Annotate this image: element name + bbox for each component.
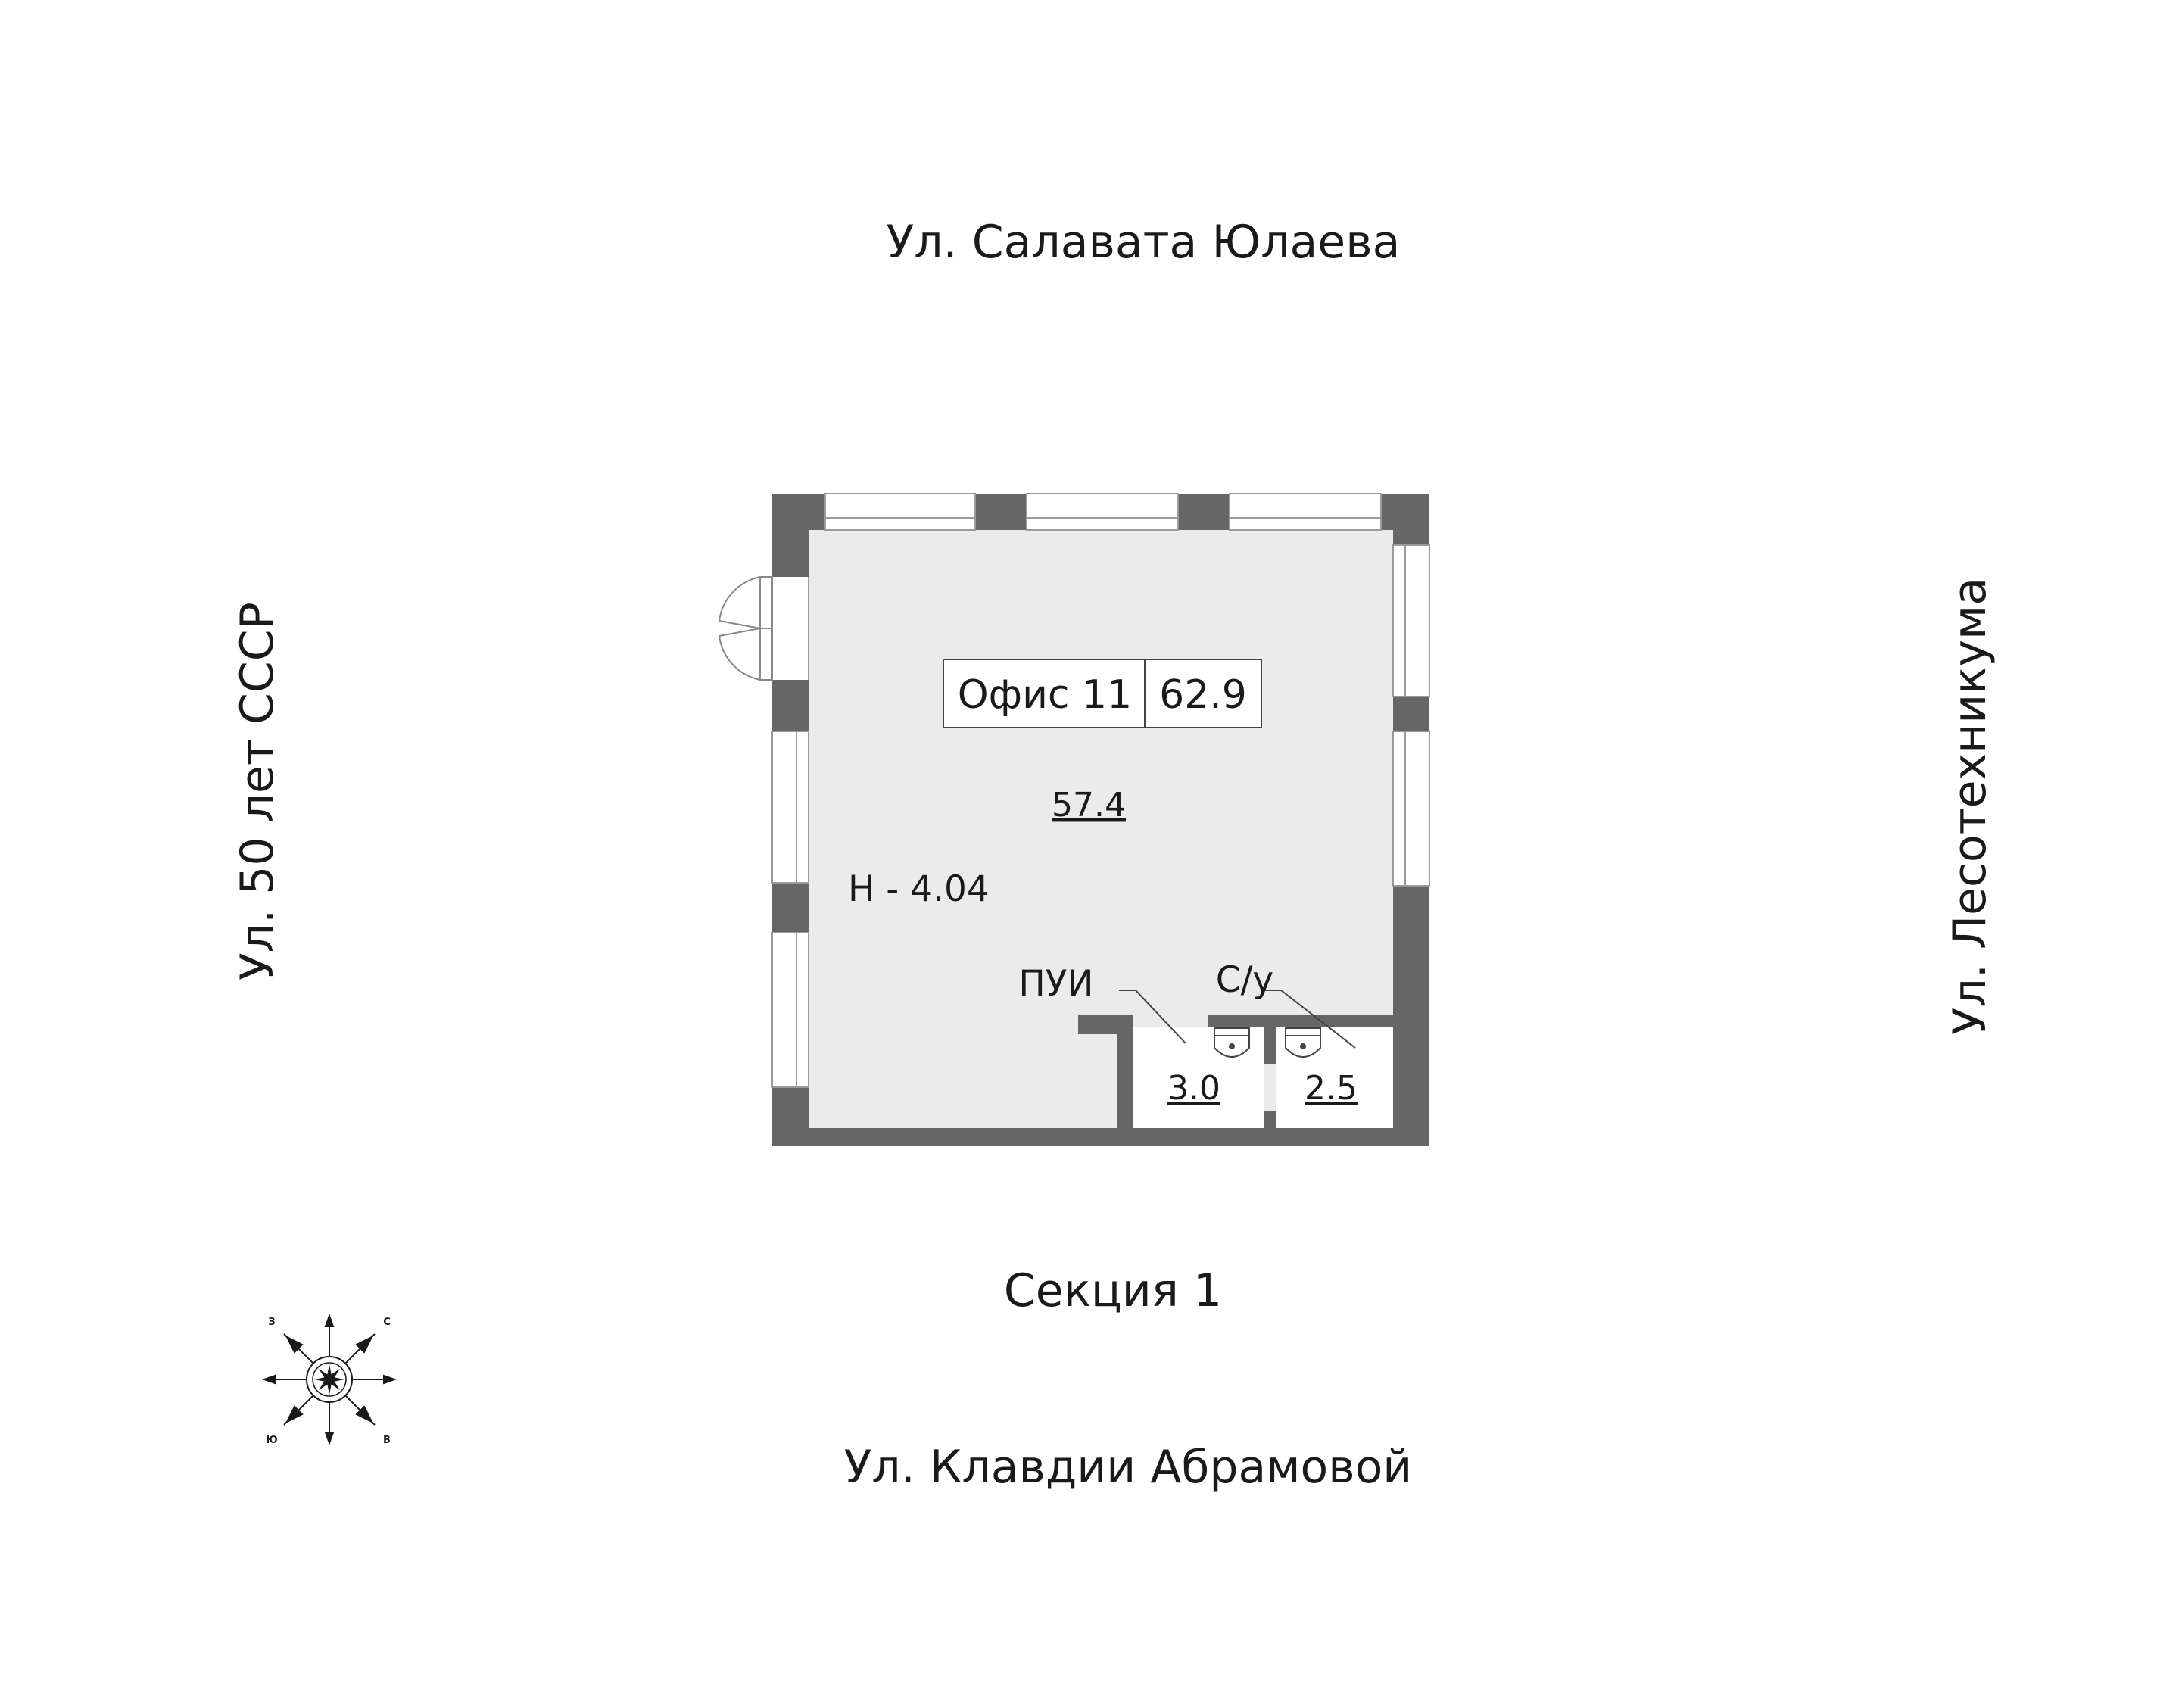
- partition-wall-pui-left: [1117, 1015, 1133, 1128]
- entrance-door: [719, 576, 773, 681]
- compass-rose: С З В Ю: [262, 1314, 397, 1446]
- wc-label: С/у: [1216, 959, 1273, 1001]
- pui-area-label: 3.0: [1167, 1069, 1220, 1108]
- wc-leader-line: [1264, 990, 1356, 1049]
- main-area-label: 57.4: [1052, 786, 1126, 824]
- street-north-label: Ул. Салавата Юлаева: [887, 216, 1401, 269]
- toilet-pui: [1214, 1027, 1250, 1058]
- compass-south-letter: Ю: [266, 1435, 277, 1446]
- office-total-area: 62.9: [1159, 672, 1247, 718]
- pui-label: ПУИ: [1018, 963, 1093, 1005]
- compass-west-letter: З: [268, 1317, 275, 1328]
- windows-left: [771, 731, 809, 1088]
- ceiling-height-label: Н - 4.04: [848, 868, 990, 910]
- apartment-plan: [719, 493, 1430, 1146]
- street-east-label: Ул. Лесотехникума: [1944, 578, 1997, 1035]
- toilet-wc: [1285, 1027, 1321, 1058]
- windows-right: [1392, 544, 1430, 887]
- wc-area-label: 2.5: [1305, 1069, 1358, 1108]
- pui-leader-line: [1119, 990, 1186, 1044]
- partition-wall-between: [1264, 1027, 1276, 1064]
- office-name: Офис 11: [958, 672, 1132, 718]
- windows-top: [824, 493, 1382, 531]
- street-south-label: Ул. Клавдии Абрамовой: [844, 1441, 1413, 1494]
- partition-wall-between-bottom: [1264, 1111, 1276, 1128]
- partition-wall-wc-top: [1208, 1015, 1393, 1027]
- office-label-box: Офис 11 62.9: [943, 659, 1262, 728]
- section-label: Секция 1: [1004, 1264, 1222, 1317]
- compass-east-letter: В: [383, 1435, 391, 1446]
- street-west-label: Ул. 50 лет СССР: [231, 602, 284, 980]
- entrance-opening: [772, 577, 809, 680]
- compass-north-letter: С: [383, 1317, 391, 1328]
